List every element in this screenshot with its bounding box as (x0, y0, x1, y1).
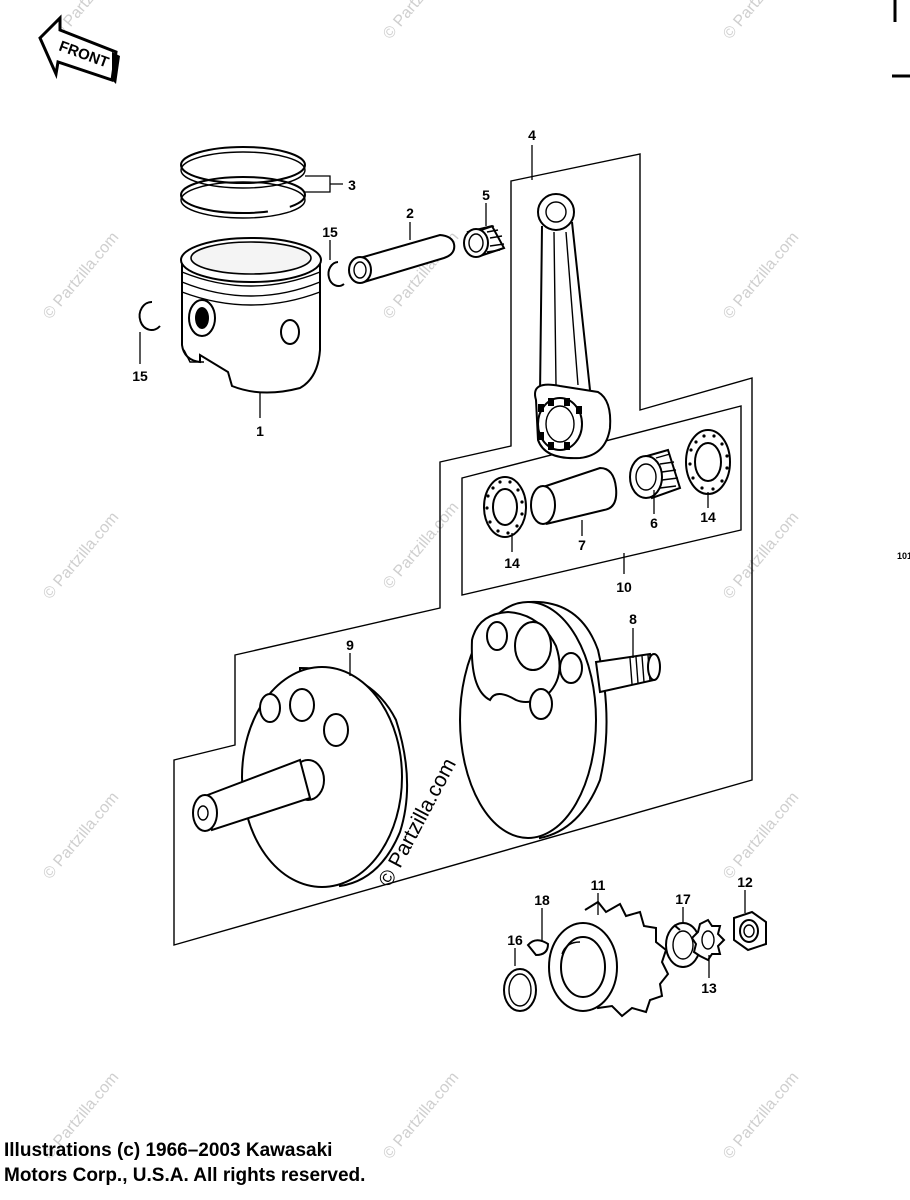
woodruff-key (526, 939, 550, 957)
copyright-notice: Illustrations (c) 1966–2003 Kawasaki Mot… (4, 1138, 365, 1188)
copyright-line-1: Illustrations (c) 1966–2003 Kawasaki (4, 1140, 333, 1161)
watermark: © Partzilla.com (380, 499, 462, 593)
piston (180, 237, 322, 394)
connecting-rod (534, 193, 612, 460)
callout-17: 17 (675, 891, 691, 907)
piston-pin-clip-right (327, 261, 345, 287)
piston-rings (180, 146, 306, 219)
watermark: © Partzilla.com (720, 509, 802, 603)
crankshaft-left (192, 666, 409, 888)
callout-4: 4 (528, 127, 536, 143)
callout-8: 8 (629, 611, 637, 627)
callout-11: 11 (591, 877, 606, 893)
piston-pin-clip-left (138, 300, 161, 331)
watermark: © Partzilla.com (720, 0, 802, 43)
callout-14b: 14 (700, 509, 716, 525)
watermark: © Partzilla.com (720, 789, 802, 883)
watermark: © Partzilla.com (40, 509, 122, 603)
crankshaft-nut (733, 910, 767, 952)
watermark: © Partzilla.com (380, 0, 462, 43)
thrust-washer-right (685, 429, 731, 495)
watermark: © Partzilla.com (40, 789, 122, 883)
watermark: © Partzilla.com (40, 229, 122, 323)
piston-pin (348, 233, 456, 284)
assembly-boundary-10 (461, 405, 742, 596)
callout-15a: 15 (322, 224, 338, 240)
callout-5: 5 (482, 187, 490, 203)
toothed-washer (690, 918, 726, 962)
leader-lines (139, 145, 746, 978)
thrust-washer-left (483, 476, 527, 538)
callout-12: 12 (737, 874, 753, 890)
small-end-needle-bearing (463, 224, 506, 258)
primary-gear (548, 900, 670, 1018)
callout-1: 1 (256, 423, 264, 439)
front-arrow-icon: FRONT (38, 14, 120, 84)
callout-6: 6 (650, 515, 658, 531)
callout-13: 13 (701, 980, 717, 996)
assembly-boundary-4 (173, 153, 753, 946)
callout-2: 2 (406, 205, 414, 221)
copyright-line-2: Motors Corp., U.S.A. All rights reserved… (4, 1165, 366, 1186)
callout-15b: 15 (132, 368, 148, 384)
crank-pin (530, 466, 618, 525)
illustration-code: 101 (897, 551, 910, 561)
callout-9: 9 (346, 637, 354, 653)
watermark: © Partzilla.com (720, 1069, 802, 1163)
callout-18: 18 (534, 892, 550, 908)
watermark: © Partzilla.com (380, 1069, 462, 1163)
watermark: © Partzilla.com (720, 229, 802, 323)
callout-7: 7 (578, 537, 586, 553)
crankshaft-right (459, 600, 661, 840)
callout-10: 10 (616, 579, 632, 595)
callout-16: 16 (507, 932, 523, 948)
big-end-needle-bearing (629, 448, 682, 500)
watermark-tiles: © Partzilla.com © Partzilla.com © Partzi… (40, 0, 802, 1163)
callout-14a: 14 (504, 555, 520, 571)
callout-numbers: 1 2 3 4 5 6 7 8 9 10 11 12 13 14 14 15 1… (132, 127, 753, 996)
oil-seal-ring (503, 968, 537, 1012)
callout-3: 3 (348, 177, 356, 193)
